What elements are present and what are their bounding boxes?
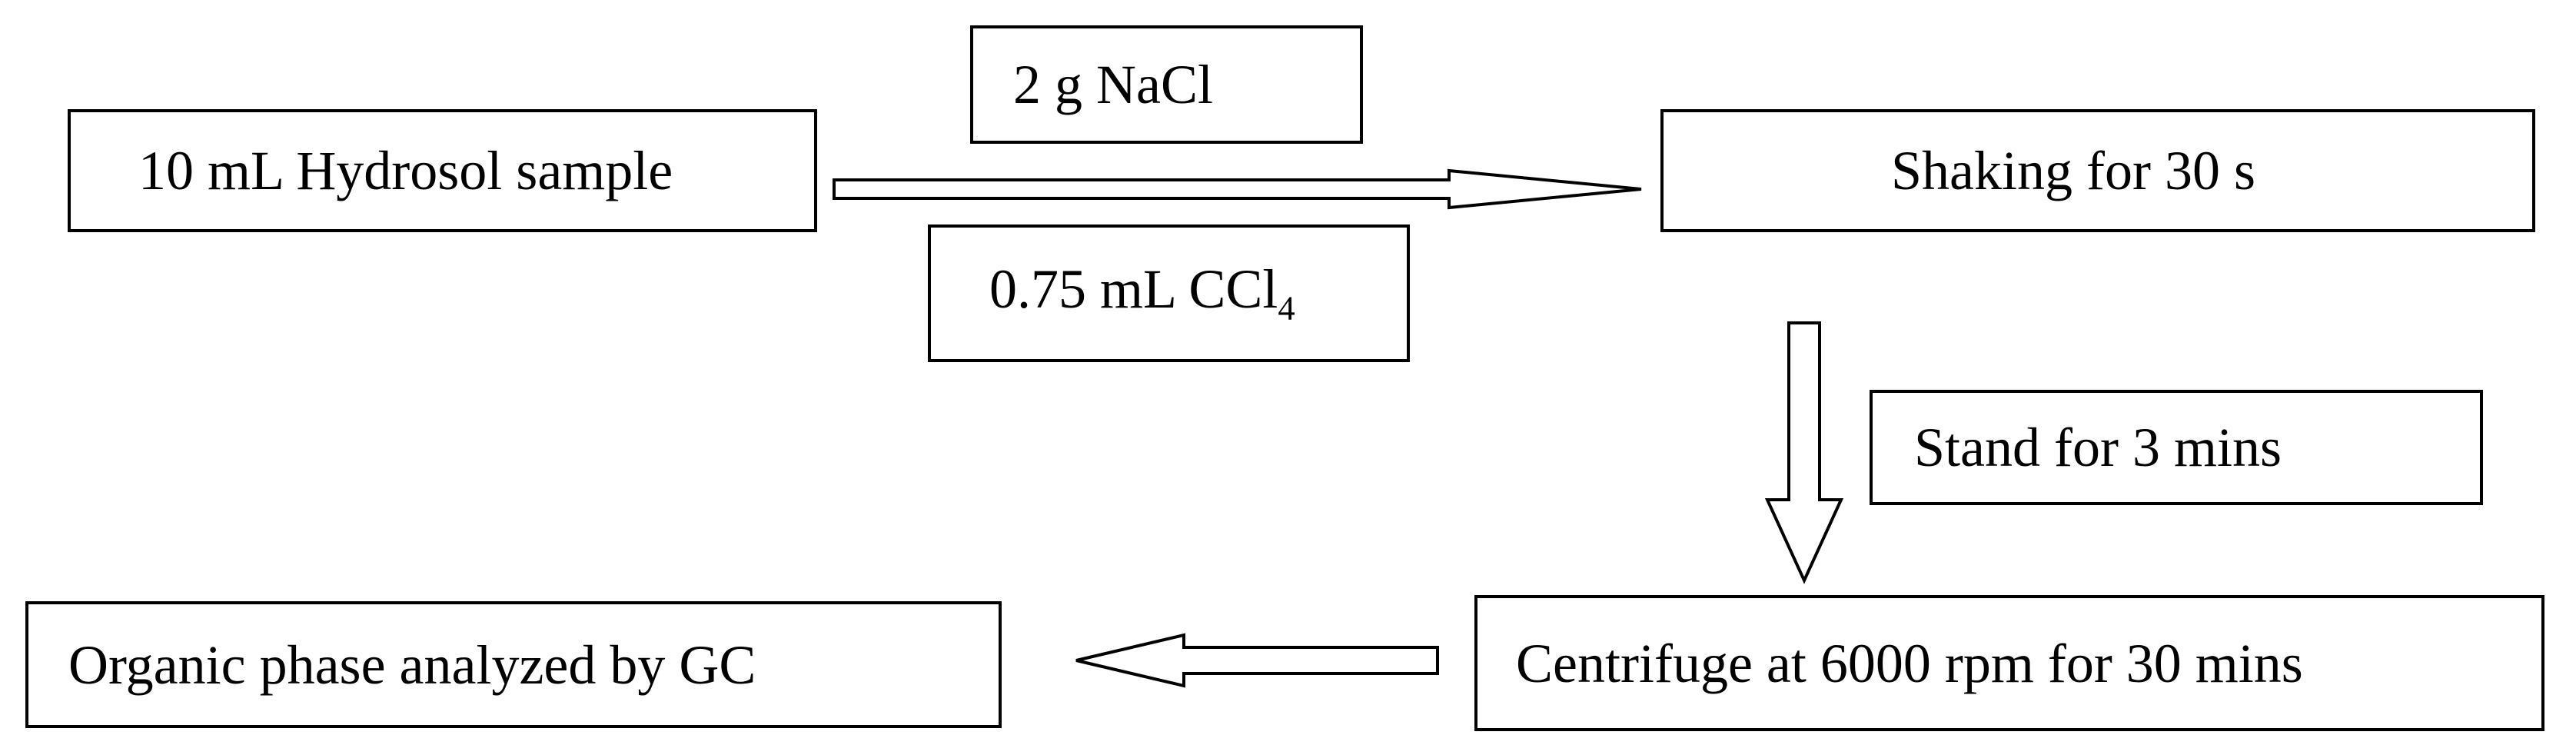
ccl4-label: 0.75 mL CCl4 xyxy=(989,261,1295,325)
ccl4-label-main: 0.75 mL CCl xyxy=(989,258,1278,320)
arrow-shaking-to-centrifuge xyxy=(1764,321,1844,584)
nacl-box: 2 g NaCl xyxy=(970,25,1363,144)
shaking-label: Shaking for 30 s xyxy=(1891,140,2255,201)
nacl-label: 2 g NaCl xyxy=(1013,54,1213,115)
shaking-box: Shaking for 30 s xyxy=(1660,109,2535,232)
stand-label: Stand for 3 mins xyxy=(1914,417,2282,478)
arrow-sample-to-shaking xyxy=(833,168,1642,210)
sample-label: 10 mL Hydrosol sample xyxy=(138,140,673,201)
stand-box: Stand for 3 mins xyxy=(1870,390,2483,505)
centrifuge-box: Centrifuge at 6000 rpm for 30 mins xyxy=(1474,595,2544,731)
organic-box: Organic phase analyzed by GC xyxy=(25,601,1002,728)
sample-box: 10 mL Hydrosol sample xyxy=(68,109,817,232)
organic-label: Organic phase analyzed by GC xyxy=(68,634,756,696)
ccl4-subscript: 4 xyxy=(1278,288,1295,328)
ccl4-box: 0.75 mL CCl4 xyxy=(928,225,1410,362)
arrow-centrifuge-to-organic xyxy=(1075,633,1439,688)
centrifuge-label: Centrifuge at 6000 rpm for 30 mins xyxy=(1516,632,2303,694)
